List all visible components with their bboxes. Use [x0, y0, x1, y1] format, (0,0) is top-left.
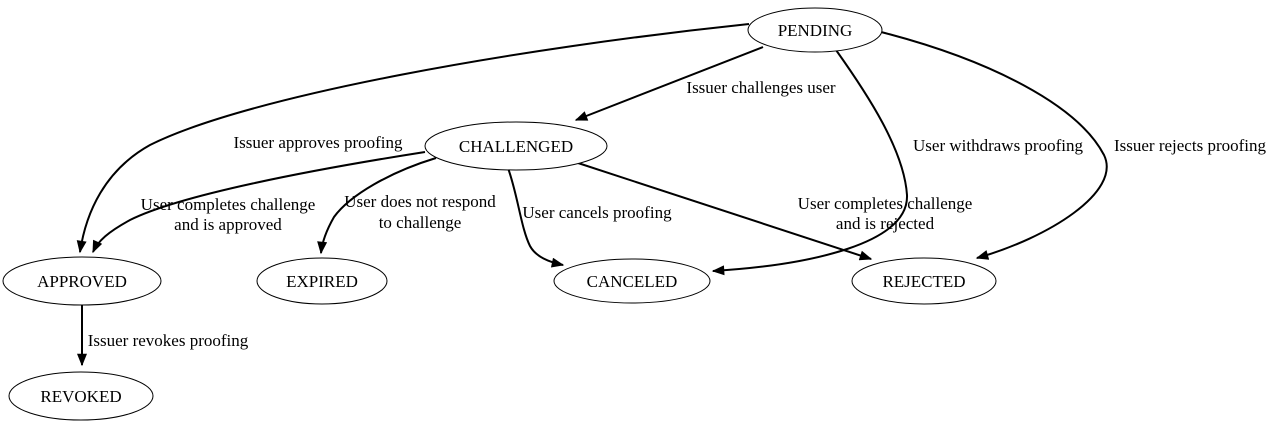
edge-challenged-rejected: [577, 162, 873, 261]
state-node-revoked: REVOKED: [8, 371, 154, 421]
edge-label-issuer-challenges-user: Issuer challenges user: [686, 78, 836, 97]
edge-label-issuer-rejects-proofing: Issuer rejects proofing: [1114, 136, 1267, 155]
edge-label-user-cancels-proofing: User cancels proofing: [522, 203, 672, 222]
edges: [76, 23, 1108, 367]
edge-labels: Issuer challenges user Issuer approves p…: [88, 78, 1267, 350]
edge-label-user-completes-challenge-approved-line2: and is approved: [174, 215, 282, 234]
state-node-expired-label: EXPIRED: [286, 272, 358, 291]
edge-pending-challenged: [574, 46, 764, 121]
edge-challenged-canceled: [507, 167, 565, 268]
state-node-challenged-label: CHALLENGED: [459, 137, 573, 156]
state-node-expired: EXPIRED: [256, 257, 388, 305]
edge-label-user-completes-challenge-approved-line1: User completes challenge: [141, 195, 316, 214]
edge-label-user-completes-challenge-rejected-line2: and is rejected: [836, 214, 935, 233]
edge-pending-rejected: [880, 31, 1108, 260]
state-node-revoked-label: REVOKED: [40, 387, 121, 406]
state-node-canceled-shape: [553, 258, 711, 304]
state-node-challenged: CHALLENGED: [424, 121, 608, 171]
edge-pending-approved: [76, 23, 750, 254]
edge-label-user-does-not-respond-line2: to challenge: [379, 213, 462, 232]
edge-challenged-expired: [317, 157, 437, 255]
state-node-pending-label: PENDING: [778, 21, 853, 40]
state-node-pending: PENDING: [747, 7, 883, 53]
state-node-challenged-shape: [424, 121, 608, 171]
state-node-pending-shape: [747, 7, 883, 53]
state-node-revoked-shape: [8, 371, 154, 421]
state-node-rejected-shape: [851, 257, 997, 305]
state-node-approved-label: APPROVED: [37, 272, 127, 291]
edge-challenged-approved: [92, 151, 426, 254]
state-node-canceled: CANCELED: [553, 258, 711, 304]
state-node-approved-shape: [2, 256, 162, 306]
state-node-expired-shape: [256, 257, 388, 305]
edge-label-issuer-revokes-proofing: Issuer revokes proofing: [88, 331, 249, 350]
state-node-approved: APPROVED: [2, 256, 162, 306]
state-node-rejected: REJECTED: [851, 257, 997, 305]
edge-label-user-withdraws-proofing: User withdraws proofing: [913, 136, 1083, 155]
state-node-rejected-label: REJECTED: [882, 272, 965, 291]
edge-pending-canceled: [711, 49, 909, 276]
edge-label-issuer-approves-proofing: Issuer approves proofing: [233, 133, 403, 152]
state-node-canceled-label: CANCELED: [587, 272, 678, 291]
edge-label-user-completes-challenge-rejected-line1: User completes challenge: [798, 194, 973, 213]
state-nodes: PENDING CHALLENGED APPROVED EXPIRED CANC…: [2, 7, 997, 421]
edge-label-user-does-not-respond-line1: User does not respond: [344, 192, 496, 211]
